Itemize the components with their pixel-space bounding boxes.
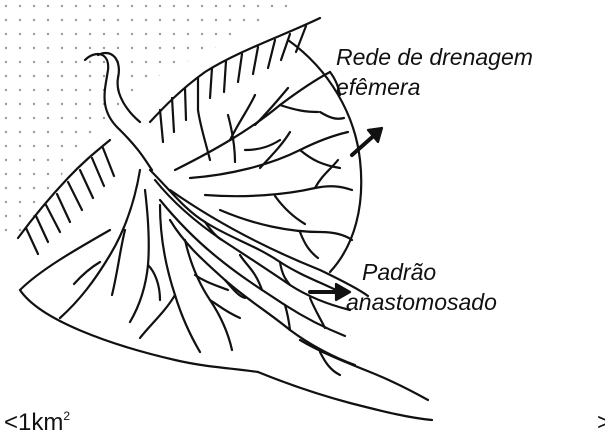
ephemeral-label-line1: Rede de drenagem bbox=[336, 44, 533, 70]
anastomosing-label-line2: anastomosado bbox=[346, 289, 497, 315]
ephemeral-label-line2: efêmera bbox=[336, 74, 420, 100]
channel-edge-bottom bbox=[258, 372, 432, 420]
scale-left-exponent: 2 bbox=[63, 409, 70, 423]
scale-left-prefix: <1km bbox=[4, 409, 63, 436]
lower-fan-channels bbox=[60, 170, 240, 352]
scale-label-left: <1km2 bbox=[4, 410, 70, 436]
anastomosing-label-line1: Padrão bbox=[362, 259, 436, 285]
scale-label-right: > bbox=[597, 410, 605, 436]
ephemeral-drainage-network bbox=[175, 72, 352, 258]
